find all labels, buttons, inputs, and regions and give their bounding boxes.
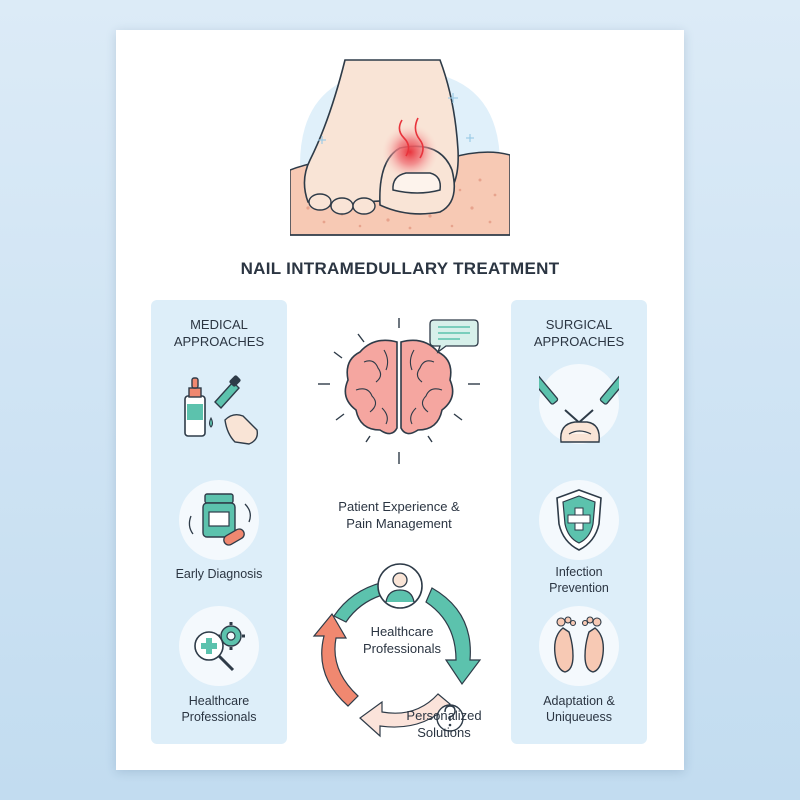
scalpel-toe-icon — [539, 375, 619, 443]
magnifier-gear-icon — [194, 622, 245, 672]
brain-caption: Patient Experience & Pain Management — [338, 499, 460, 531]
medical-approaches-panel: MEDICAL APPROACHES Early Diagnos — [151, 300, 287, 744]
healthcare-professionals-left-label: Healthcare Professionals — [181, 694, 257, 724]
feet-circle — [539, 606, 619, 686]
cycle-center-label: Healthcare Professionals — [362, 624, 442, 656]
personalized-solutions-label: Personalized Solutions — [406, 708, 482, 740]
magnifier-gear-circle — [179, 606, 259, 686]
inflamed-toe-illustration — [290, 59, 510, 236]
feet-icon — [553, 616, 605, 673]
early-diagnosis-label: Early Diagnosis — [175, 567, 263, 581]
shield-cross-icon — [556, 489, 602, 551]
adaptation-uniqueness-label: Adaptation & Uniqueuess — [543, 694, 615, 724]
surgical-approaches-heading: SURGICAL APPROACHES — [533, 317, 625, 349]
medical-approaches-heading: MEDICAL APPROACHES — [173, 317, 265, 349]
shield-circle — [539, 480, 619, 560]
pill-bottle-circle — [179, 480, 259, 560]
pill-bottle-cycle-icon — [188, 493, 251, 546]
infographic-card: NAIL INTRAMEDULLARY TREATMENT MEDICAL AP… — [116, 30, 684, 770]
dropper-bottle-icon — [184, 375, 259, 445]
infection-prevention-label: Infection Prevention — [549, 565, 609, 595]
scalpel-toe-circle — [539, 364, 619, 444]
page-title: NAIL INTRAMEDULLARY TREATMENT — [240, 259, 560, 278]
brain-pain-icon — [318, 318, 480, 464]
care-cycle-diagram — [312, 563, 482, 738]
surgical-approaches-panel: SURGICAL APPROACHES Infection Pr — [511, 300, 647, 744]
